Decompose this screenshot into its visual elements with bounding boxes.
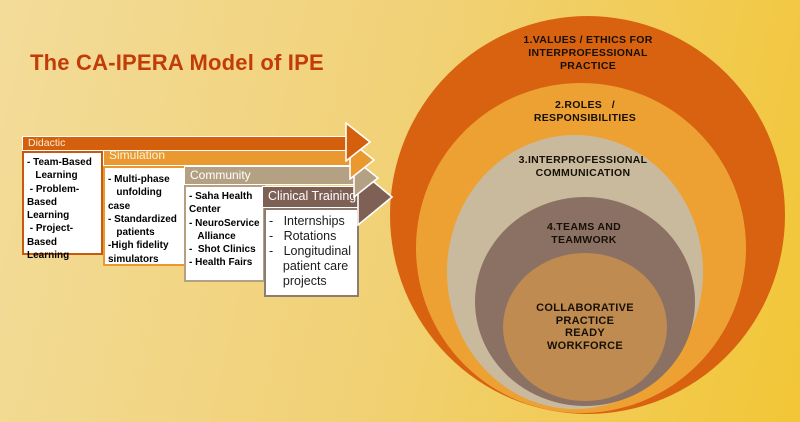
ring-label-interprofessional-communication: 3.INTERPROFESSIONAL COMMUNICATION bbox=[518, 154, 648, 179]
stage-banner-didactic: Didactic bbox=[22, 136, 347, 151]
stage-body-community: - Saha Health Center - NeuroService Alli… bbox=[184, 185, 265, 282]
ring-label-values-ethics: 1.VALUES / ETHICS FOR INTERPROFESSIONAL … bbox=[523, 34, 653, 72]
stage-banner-clinical-training: Clinical Training bbox=[262, 186, 363, 208]
ring-collaborative-practice bbox=[503, 253, 667, 401]
arrow-tip-shape bbox=[345, 122, 371, 162]
ring-label-teams-teamwork: 4.TEAMS AND TEAMWORK bbox=[546, 221, 622, 246]
stage-body-simulation: - Multi-phase unfolding case - Standardi… bbox=[103, 166, 186, 266]
ring-label-collaborative-practice: COLLABORATIVE PRACTICE READY WORKFORCE bbox=[536, 302, 634, 352]
arrow-tip-icon bbox=[345, 122, 371, 162]
stage-body-clinical-training: - Internships - Rotations - Longitudinal… bbox=[264, 208, 359, 297]
stage-banner-community: Community bbox=[184, 166, 356, 185]
stage-body-didactic: - Team-Based Learning - Problem-Based Le… bbox=[22, 151, 103, 261]
slide-title: The CA-IPERA Model of IPE bbox=[30, 50, 324, 75]
ring-label-roles-responsibilities: 2.ROLES / RESPONSIBILITIES bbox=[533, 99, 637, 124]
stage-banner-simulation: Simulation bbox=[103, 146, 352, 166]
